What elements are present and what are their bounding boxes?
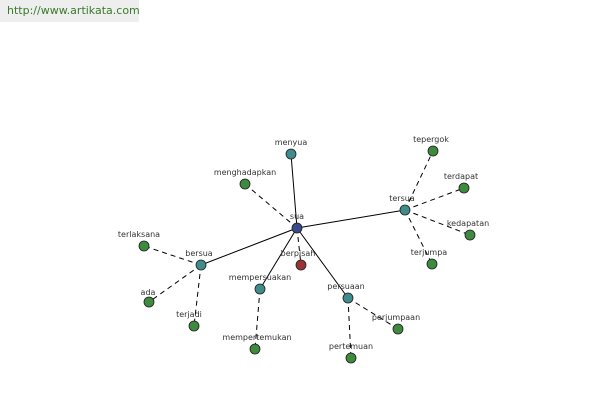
graph-nodes	[138, 145, 476, 364]
node-ada[interactable]	[143, 296, 155, 308]
graph-labels: sua menyua menghadapkan bersua mempersuakan p…	[118, 135, 489, 351]
edge-sua-menyua	[290, 153, 298, 229]
edge-tersua-terdapat	[404, 187, 465, 211]
node-sua[interactable]	[291, 222, 303, 234]
edge-persuaan-perjumpaan	[347, 297, 399, 330]
node-bersua[interactable]	[195, 259, 207, 271]
edge-bersua-ada	[148, 264, 202, 303]
edge-tersua-tepergok	[404, 150, 434, 211]
node-label-bersua: bersua	[185, 249, 213, 258]
edge-sua-menghadapkan	[244, 183, 298, 229]
node-tepergok[interactable]	[427, 145, 439, 157]
node-label-tepergok: tepergok	[413, 135, 449, 144]
node-persuaan[interactable]	[342, 292, 354, 304]
node-label-terjadi: terjadi	[176, 310, 202, 319]
node-label-pertemuan: pertemuan	[329, 342, 373, 351]
node-label-mempersuakan: mempersuakan	[229, 273, 291, 282]
node-label-kedapatan: kedapatan	[447, 219, 489, 228]
node-mempertemukan[interactable]	[249, 343, 261, 355]
node-kedapatan[interactable]	[464, 229, 476, 241]
node-label-terlaksana: terlaksana	[118, 230, 160, 239]
node-label-berpisah: berpisah	[281, 249, 316, 258]
edge-mempersuakan-mempertemukan	[254, 288, 261, 350]
node-label-mempertemukan: mempertemukan	[222, 333, 291, 342]
node-label-menyua: menyua	[275, 138, 308, 147]
graph-edges	[143, 150, 471, 359]
node-mempersuakan[interactable]	[254, 283, 266, 295]
node-label-sua: sua	[290, 212, 304, 221]
node-label-terdapat: terdapat	[444, 172, 478, 181]
edge-tersua-kedapatan	[404, 209, 471, 236]
node-label-terjumpa: terjumpa	[411, 248, 448, 257]
node-terdapat[interactable]	[458, 182, 470, 194]
node-perjumpaan[interactable]	[392, 323, 404, 335]
edge-bersua-terlaksana	[143, 245, 202, 266]
node-label-perjumpaan: perjumpaan	[372, 313, 420, 322]
node-terjadi[interactable]	[188, 320, 200, 332]
node-label-menghadapkan: menghadapkan	[214, 168, 276, 177]
node-label-ada: ada	[141, 288, 156, 297]
node-berpisah[interactable]	[295, 259, 307, 271]
edge-persuaan-pertemuan	[347, 297, 352, 359]
node-terjumpa[interactable]	[426, 258, 438, 270]
node-tersua[interactable]	[399, 204, 411, 216]
edge-sua-berpisah	[296, 227, 302, 266]
edge-sua-bersua	[200, 227, 298, 266]
edge-tersua-terjumpa	[404, 209, 433, 265]
edge-sua-mempersuakan	[259, 227, 298, 290]
node-menghadapkan[interactable]	[239, 178, 251, 190]
edge-sua-tersua	[296, 209, 406, 229]
node-terlaksana[interactable]	[138, 240, 150, 252]
node-label-tersua: tersua	[389, 194, 415, 203]
edge-bersua-terjadi	[193, 264, 202, 327]
site-url-watermark: http://www.artikata.com	[0, 0, 140, 22]
node-menyua[interactable]	[285, 148, 297, 160]
node-pertemuan[interactable]	[345, 352, 357, 364]
edge-sua-persuaan	[296, 227, 349, 299]
node-label-persuaan: persuaan	[327, 282, 364, 291]
